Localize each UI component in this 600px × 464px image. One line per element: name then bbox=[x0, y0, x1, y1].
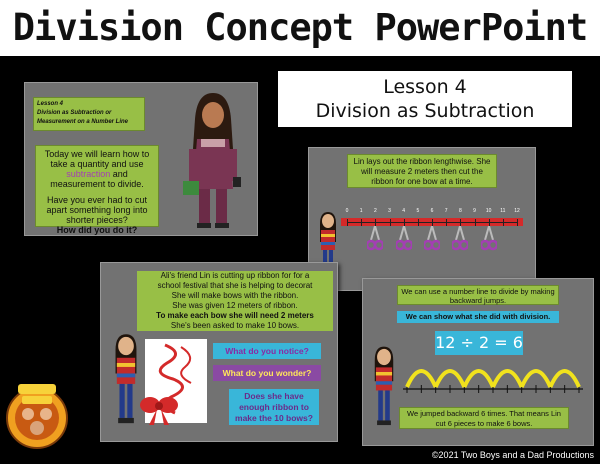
slide3-line6: She's been asked to make 10 bows. bbox=[137, 321, 333, 331]
brand-logo bbox=[6, 384, 68, 449]
slide3-line4: She was given 12 meters of ribbon. bbox=[137, 301, 333, 311]
slide1-header: Lesson 4 Division as Subtraction or Meas… bbox=[33, 97, 145, 131]
scissors-icon bbox=[367, 226, 384, 251]
slide3-line2: school festival that she is helping to d… bbox=[137, 281, 333, 291]
slide1-body-highlight: subtraction bbox=[66, 169, 111, 179]
scissors-icon bbox=[395, 226, 412, 251]
slide2-tick-label: 2 bbox=[373, 208, 377, 214]
slide1-body-b: and measurement to divide. bbox=[50, 169, 144, 189]
slide2-tick bbox=[375, 219, 377, 226]
teacher-illustration bbox=[183, 93, 241, 228]
scissors-icon bbox=[452, 226, 469, 251]
slide3-line3: She will make bows with the ribbon. bbox=[137, 291, 333, 301]
lesson-number: Lesson 4 bbox=[383, 76, 467, 98]
slide4-jump-arc bbox=[433, 369, 467, 388]
slide2-tick-label: 9 bbox=[473, 208, 476, 214]
slide4-number-line bbox=[403, 369, 583, 393]
slide4-jump-arc bbox=[548, 369, 581, 388]
slide2-tick-label: 10 bbox=[485, 208, 492, 214]
slide3-line5: To make each bow she will need 2 meters bbox=[137, 311, 333, 321]
slide2-tick-label: 1 bbox=[359, 208, 363, 214]
lesson-title: Division as Subtraction bbox=[315, 100, 535, 122]
slide2-tick-label: 8 bbox=[458, 208, 462, 214]
slide2-tick bbox=[361, 219, 363, 226]
scissors-icon bbox=[424, 226, 440, 251]
slide2-tick-label: 12 bbox=[514, 208, 520, 214]
slide1-body: Today we will learn how to take a quanti… bbox=[35, 145, 159, 235]
slide4-jump-arc bbox=[491, 369, 524, 388]
slide2-tick-label: 7 bbox=[444, 208, 448, 214]
slide4-top: We can use a number line to divide by ma… bbox=[397, 285, 559, 305]
slide2-tick-label: 11 bbox=[500, 208, 506, 214]
slide2-tick bbox=[446, 219, 448, 226]
slide3-q2: What do you wonder? bbox=[213, 365, 321, 381]
slide2-tick bbox=[347, 219, 348, 226]
slide2-tick bbox=[389, 219, 391, 226]
slide2-tick bbox=[502, 219, 504, 226]
copyright-notice: ©2021 Two Boys and a Dad Productions bbox=[431, 450, 594, 460]
slide-1: Lesson 4 Division as Subtraction or Meas… bbox=[24, 82, 258, 236]
slide2-tick-label: 4 bbox=[402, 208, 406, 214]
slide4-equation: 12 ÷ 2 = 6 bbox=[435, 331, 523, 355]
slide2-tick bbox=[517, 219, 518, 226]
slide2-tick-label: 0 bbox=[345, 208, 349, 214]
slide4-mid: We can show what she did with division. bbox=[397, 311, 559, 323]
title-banner: Division Concept PowerPoint bbox=[0, 0, 600, 56]
slide4-jump-arc bbox=[519, 369, 553, 388]
girl-illustration bbox=[374, 346, 394, 426]
slide2-tick bbox=[417, 219, 419, 226]
scissors-icon bbox=[480, 226, 497, 251]
slide4-jump-arc bbox=[405, 369, 438, 388]
slide1-footer: · bbox=[121, 229, 122, 233]
slide2-text: Lin lays out the ribbon lengthwise. She … bbox=[347, 154, 497, 188]
slide3-q1: What do you notice? bbox=[213, 343, 321, 359]
slide1-question: How did you do it? bbox=[56, 225, 138, 235]
slide2-tick bbox=[474, 219, 476, 226]
slide2-tick-label: 3 bbox=[388, 208, 391, 214]
slide-3: Ali's friend Lin is cutting up ribbon fo… bbox=[100, 262, 338, 442]
slide2-tick bbox=[460, 219, 462, 226]
slide-2: Lin lays out the ribbon lengthwise. She … bbox=[308, 147, 536, 291]
slide2-tick bbox=[403, 219, 405, 226]
banner-title: Division Concept PowerPoint bbox=[12, 6, 588, 49]
slide3-q3: Does she have enough ribbon to make the … bbox=[229, 389, 319, 425]
slide2-tick-label: 6 bbox=[430, 208, 434, 214]
lesson-box: Lesson 4 Division as Subtraction bbox=[278, 71, 572, 127]
slide4-jump-arc bbox=[462, 369, 495, 388]
girl-illustration bbox=[115, 334, 137, 424]
slide2-tick bbox=[432, 219, 433, 226]
slide2-tick bbox=[488, 219, 490, 226]
slide-4: We can use a number line to divide by ma… bbox=[362, 278, 594, 446]
girl-illustration bbox=[320, 212, 336, 280]
slide1-body-a: Today we will learn how to take a quanti… bbox=[44, 149, 150, 169]
slide2-tick-label: 5 bbox=[416, 208, 420, 214]
slide3-story: Ali's friend Lin is cutting up ribbon fo… bbox=[137, 271, 333, 331]
slide3-line1: Ali's friend Lin is cutting up ribbon fo… bbox=[137, 271, 333, 281]
bow-icon bbox=[140, 397, 178, 425]
slide1-body-c: Have you ever had to cut apart something… bbox=[46, 195, 148, 225]
slide4-bottom: We jumped backward 6 times. That means L… bbox=[399, 407, 569, 429]
